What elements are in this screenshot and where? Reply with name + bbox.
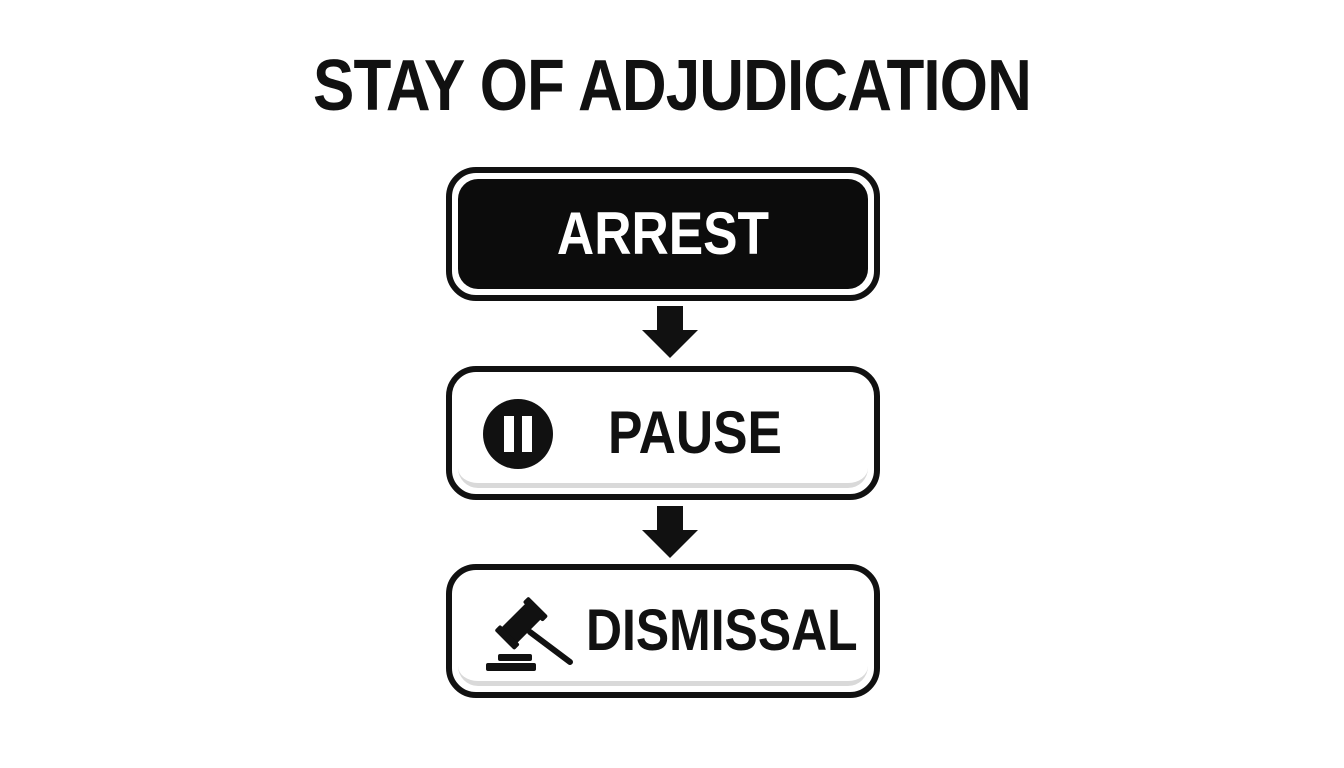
arrow-down-icon	[642, 306, 698, 358]
step-arrest-label: ARREST	[556, 200, 770, 267]
step-pause-box: PAUSE	[446, 366, 880, 500]
diagram-title: STAY OF ADJUDICATION	[313, 46, 1032, 126]
step-arrest-fill	[458, 179, 868, 289]
gavel-icon	[486, 597, 573, 671]
pause-circle-icon	[483, 399, 553, 469]
step-arrest-box: ARREST	[446, 167, 880, 301]
step-dismissal-label: DISMISSAL	[586, 598, 858, 663]
arrow-down-icon	[642, 506, 698, 558]
step-dismissal-box: DISMISSAL	[446, 564, 880, 698]
step-pause-label: PAUSE	[608, 399, 782, 466]
